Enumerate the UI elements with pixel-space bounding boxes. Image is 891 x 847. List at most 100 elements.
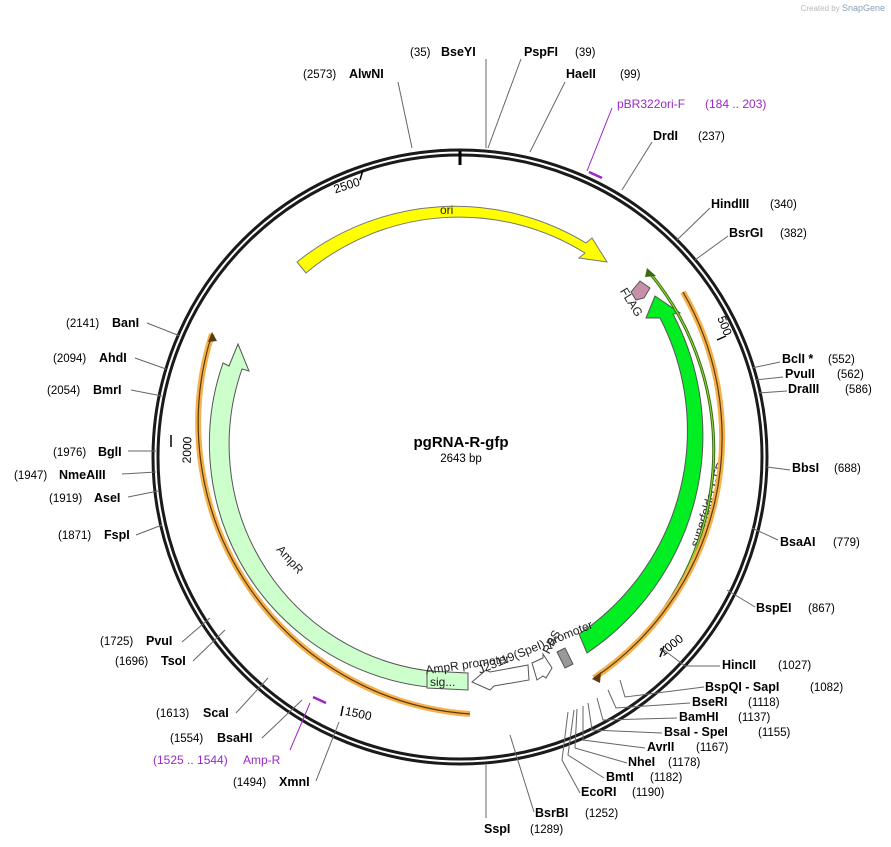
ori-feature bbox=[296, 205, 608, 274]
site-bsaai-pos: (779) bbox=[833, 537, 860, 549]
site-haeii-name: HaeII bbox=[566, 67, 596, 81]
tick-2500 bbox=[359, 169, 364, 181]
site-sspi-pos: (1289) bbox=[530, 824, 563, 836]
leader-scai bbox=[235, 677, 269, 714]
leader-hindiii bbox=[676, 207, 711, 241]
site-bbsi-pos: (688) bbox=[834, 463, 861, 475]
site-xmni-pos: (1494) bbox=[233, 777, 266, 789]
site-tsoi-name: TsoI bbox=[161, 654, 186, 668]
leader-drdi bbox=[621, 141, 653, 191]
leader-nmeaiii bbox=[121, 471, 157, 475]
tick-label-2500: 2500 bbox=[332, 175, 362, 197]
site-bseri: BseRI(1118) bbox=[692, 695, 780, 709]
site-sspi-name: SspI bbox=[484, 822, 510, 836]
site-scai-pos: (1613) bbox=[156, 708, 189, 720]
site-bmti-name: BmtI bbox=[606, 770, 634, 784]
site-bmri-name: BmrI bbox=[93, 383, 121, 397]
site-bsrbi-name: BsrBI bbox=[535, 806, 568, 820]
leader-avrii bbox=[582, 706, 646, 749]
site-nhei: NheI(1178) bbox=[628, 755, 701, 769]
site-bani: (2141) BanI bbox=[66, 316, 139, 330]
site-bani-name: BanI bbox=[112, 316, 139, 330]
leader-pvuii bbox=[754, 376, 784, 381]
site-alwni-name: AlwNI bbox=[349, 67, 384, 81]
leader-asei bbox=[127, 490, 159, 498]
site-drdi-name: DrdI bbox=[653, 129, 678, 143]
primer-amp-r: (1525 .. 1544)Amp-R bbox=[153, 753, 281, 767]
site-bsrgi-pos: (382) bbox=[780, 228, 807, 240]
leader-tsoi bbox=[192, 629, 226, 662]
site-nmeaiii-name: NmeAIII bbox=[59, 468, 106, 482]
site-ecori: EcoRI (1190) bbox=[581, 785, 665, 799]
site-bspei: BspEI(867) bbox=[756, 601, 835, 615]
tick-500 bbox=[716, 335, 727, 341]
site-asei-name: AseI bbox=[94, 491, 120, 505]
leader-bmti bbox=[567, 709, 605, 779]
site-xmni: (1494) XmnI bbox=[233, 775, 310, 789]
snapgene-credit: Created by SnapGene bbox=[801, 3, 885, 13]
primer-ampr-mark bbox=[312, 695, 327, 705]
site-drdi-pos: (237) bbox=[698, 131, 725, 143]
site-bseyi-name: BseYI bbox=[441, 45, 476, 59]
site-bcli: BclI *(552) bbox=[782, 352, 855, 366]
backbone-outer bbox=[151, 148, 769, 766]
leader-bamhi bbox=[596, 697, 678, 721]
signal-label: sig... bbox=[430, 675, 455, 689]
site-alwni: (2573)AlwNI bbox=[303, 67, 384, 81]
leader-bmri bbox=[130, 389, 163, 397]
plasmid-length: 2643 bp bbox=[440, 453, 482, 465]
site-pspfi-name: PspFI bbox=[524, 45, 558, 59]
leader-bspqi bbox=[619, 679, 705, 698]
site-ecori-pos: (1190) bbox=[632, 787, 665, 799]
orange-track-left-arrow bbox=[208, 332, 217, 342]
site-bsaai-name: BsaAI bbox=[780, 535, 815, 549]
site-bmri-pos: (2054) bbox=[47, 385, 80, 397]
site-avrii: AvrII(1167) bbox=[647, 740, 729, 754]
site-bamhi: BamHI(1137) bbox=[679, 710, 771, 724]
leader-bsrbi bbox=[509, 734, 535, 813]
site-hincii-name: HincII bbox=[722, 658, 756, 672]
site-avrii-name: AvrII bbox=[647, 740, 674, 754]
primer-leaders bbox=[289, 107, 613, 751]
site-bamhi-pos: (1137) bbox=[738, 712, 771, 724]
site-bgli-name: BglI bbox=[98, 445, 122, 459]
leader-fspi bbox=[135, 524, 163, 536]
site-ecori-name: EcoRI bbox=[581, 785, 616, 799]
leader-hincii bbox=[663, 649, 720, 667]
site-nmeaiii: (1947)NmeAIII bbox=[14, 468, 106, 482]
site-bsrbi-pos: (1252) bbox=[585, 808, 618, 820]
tick-1500 bbox=[340, 705, 344, 717]
site-bsahi-name: BsaHI bbox=[217, 731, 252, 745]
leader-bani bbox=[146, 322, 181, 337]
orange-track-right-arrow bbox=[592, 672, 601, 683]
tick-1000 bbox=[659, 645, 665, 658]
site-pvui: (1725)PvuI bbox=[100, 634, 172, 648]
site-haeii: HaeII(99) bbox=[566, 67, 641, 81]
site-draiii-pos: (586) bbox=[845, 384, 872, 396]
leader-nhei bbox=[574, 708, 628, 764]
site-tsoi: (1696)TsoI bbox=[115, 654, 186, 668]
site-pvuii-name: PvuII bbox=[785, 367, 815, 381]
primer-pbr322ori-f-name: pBR322ori-F bbox=[617, 97, 685, 111]
leader-draiii bbox=[757, 390, 788, 394]
site-bspqi-pos: (1082) bbox=[810, 682, 843, 694]
site-bspqi: BspQI - SapI(1082) bbox=[705, 680, 843, 694]
snapgene-brand: SnapGene bbox=[841, 3, 885, 13]
leader-bsahi bbox=[261, 699, 303, 739]
site-bmti: BmtI(1182) bbox=[606, 770, 683, 784]
gfp-thin-arrow bbox=[645, 268, 656, 277]
leader-ecori bbox=[561, 711, 581, 794]
ampr-promoter-feature bbox=[471, 664, 530, 691]
site-ahdi: (2094)AhdI bbox=[53, 351, 127, 365]
leader-bcli bbox=[751, 361, 781, 369]
site-bseri-pos: (1118) bbox=[748, 697, 780, 709]
site-bani-pos: (2141) bbox=[66, 318, 99, 330]
leader-bsaai bbox=[751, 527, 779, 541]
site-labels: (35)BseYI PspFI(39) HaeII(99) DrdI(237) … bbox=[14, 45, 872, 836]
site-bcli-pos: (552) bbox=[828, 354, 855, 366]
site-bsahi: (1554)BsaHI bbox=[170, 731, 252, 745]
site-bsrbi: BsrBI (1252) bbox=[535, 806, 618, 820]
site-xmni-name: XmnI bbox=[279, 775, 310, 789]
leader-bsrgi bbox=[694, 235, 729, 261]
